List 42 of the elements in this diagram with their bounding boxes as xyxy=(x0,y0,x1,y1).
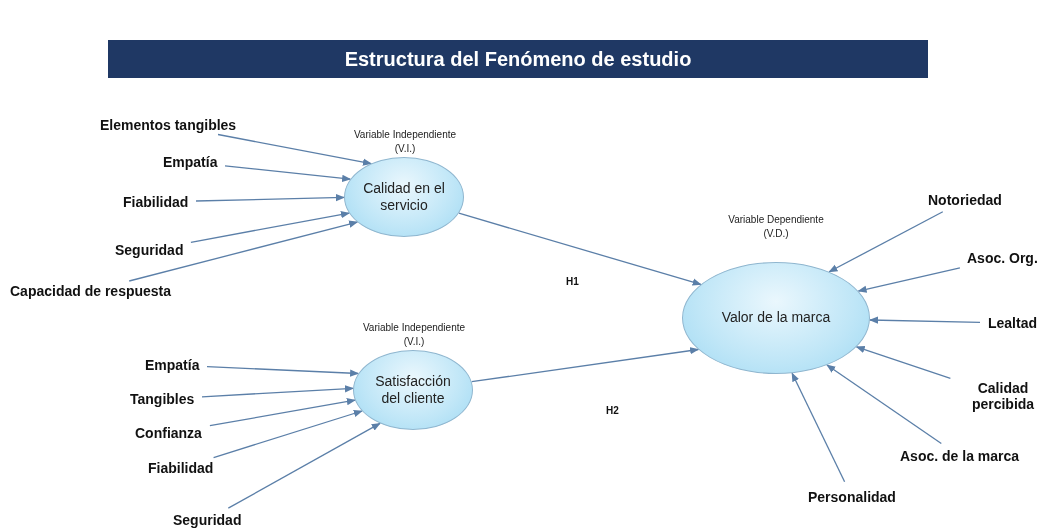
dimension-text: Seguridad xyxy=(115,242,184,258)
arrow xyxy=(791,372,846,483)
variable-type-label: Variable Dependiente (V.D.) xyxy=(727,213,825,240)
arrow xyxy=(869,316,981,324)
arrow xyxy=(209,398,356,427)
variable-ellipse: Satisfacción del cliente xyxy=(353,350,473,430)
arrow xyxy=(201,385,354,398)
arrow xyxy=(471,347,700,383)
title: Estructura del Fenómeno de estudio xyxy=(344,47,692,71)
arrow xyxy=(190,211,350,243)
dimension-text: Fiabilidad xyxy=(123,194,189,210)
arrow xyxy=(227,422,381,509)
dimension-text: Elementos tangibles xyxy=(100,117,237,133)
dimension-text: Seguridad xyxy=(173,512,242,528)
dimension-text: Asoc. de la marca xyxy=(900,448,1020,464)
dimension-text: Notoriedad xyxy=(928,192,1002,208)
dimension-text: Personalidad xyxy=(808,489,896,505)
arrow xyxy=(217,133,372,166)
arrow xyxy=(195,193,345,202)
arrow xyxy=(128,220,359,282)
arrow xyxy=(828,211,944,273)
arrow xyxy=(458,212,702,286)
dimension-text: Capacidad de respuesta xyxy=(10,283,172,299)
arrow xyxy=(826,364,942,445)
variable-ellipse: Valor de la marca xyxy=(682,262,870,374)
arrow xyxy=(855,346,952,380)
arrow xyxy=(857,267,961,293)
dimension-text: Fiabilidad xyxy=(148,460,214,476)
dimension-text: Empatía xyxy=(145,357,200,373)
dimension-text: Tangibles xyxy=(130,391,195,407)
dimension-text: Confianza xyxy=(135,425,202,441)
variable-type-label: Variable Independiente (V.I.) xyxy=(352,128,458,155)
dimension-text: Lealtad xyxy=(988,315,1037,331)
arrow xyxy=(212,410,363,459)
edge-label: H2 xyxy=(606,405,619,416)
variable-type-label: Variable Independiente (V.I.) xyxy=(361,321,467,348)
variable-ellipse: Calidad en el servicio xyxy=(344,157,464,237)
dimension-text: Empatía xyxy=(163,154,218,170)
dimension-text: Asoc. Org. xyxy=(967,250,1038,266)
arrow xyxy=(224,165,352,182)
edge-label: H1 xyxy=(566,276,579,287)
dimension-text: Calidad percibida xyxy=(958,380,1048,412)
